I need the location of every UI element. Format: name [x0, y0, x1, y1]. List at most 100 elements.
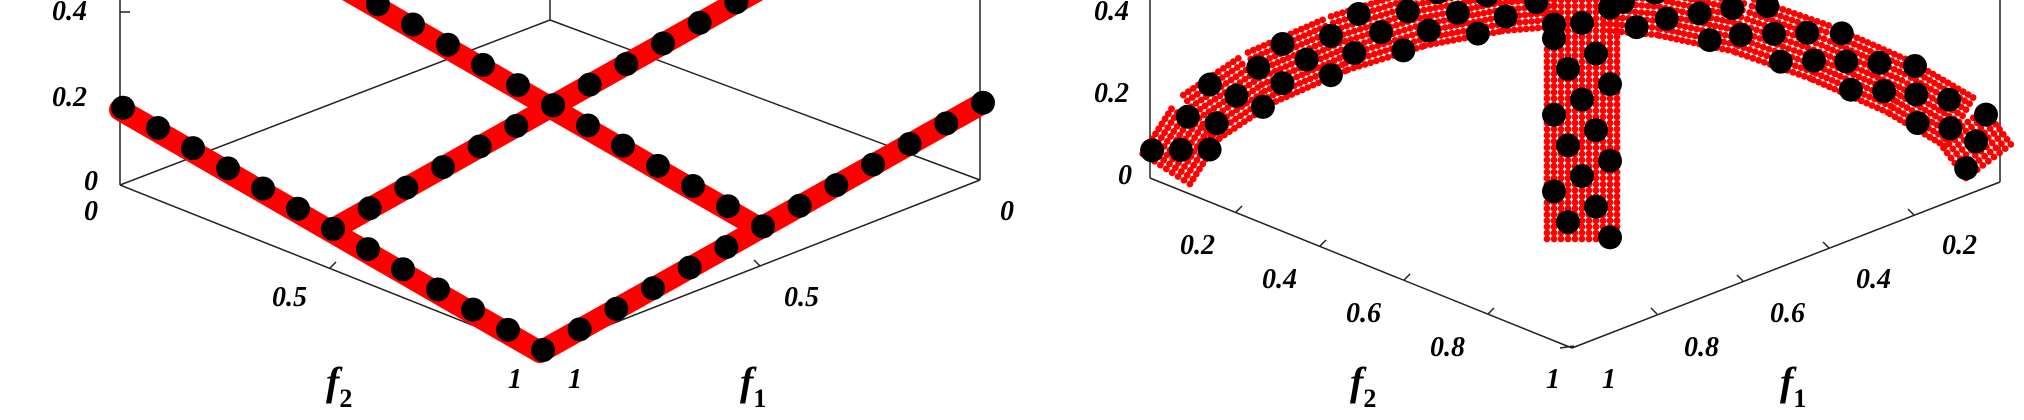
right-front-point [1215, 101, 1223, 109]
right-y-tick-0.2: 0.2 [1180, 230, 1215, 261]
right-front-point [1585, 113, 1593, 121]
left-solution-point [321, 216, 345, 241]
right-front-point [1720, 38, 1728, 46]
right-front-point [1164, 124, 1172, 132]
right-front-point [1613, 211, 1621, 219]
right-front-point [1863, 99, 1871, 107]
right-front-point [1521, 11, 1529, 19]
right-front-point [1925, 100, 1933, 108]
right-front-point [1571, 45, 1579, 53]
right-solution-point [1598, 0, 1622, 20]
right-front-point [1585, 150, 1593, 158]
right-front-point [1850, 71, 1858, 78]
right-front-point [1986, 125, 1994, 132]
right-solution-points [1140, 0, 1998, 250]
left-solution-point [531, 338, 555, 362]
right-front-point [1606, 107, 1614, 115]
right-solution-point [1428, 0, 1447, 5]
right-front-point [1385, 0, 1392, 2]
right-front-point [1543, 76, 1551, 84]
right-front-point [1564, 101, 1572, 109]
right-front-point [1860, 75, 1868, 83]
right-front-point [1606, 27, 1614, 35]
right-front-point [1193, 156, 1201, 164]
right-front-point [1592, 150, 1600, 158]
right-front-point [1161, 115, 1169, 123]
right-front-point [1557, 2, 1565, 10]
right-front-point [1550, 229, 1558, 237]
right-front-point [1760, 58, 1768, 66]
right-front-point [1383, 10, 1391, 18]
right-front-point [1157, 161, 1164, 169]
right-front-point [1585, 156, 1593, 164]
right-front-point [1682, 0, 1689, 2]
right-front-point [1543, 217, 1551, 225]
right-solution-point [1556, 210, 1580, 235]
right-front-point [1384, 53, 1392, 61]
right-front-point [1896, 68, 1903, 76]
right-front-point [1968, 123, 1975, 131]
right-front-point [1986, 148, 1994, 156]
right-front-point [1447, 23, 1455, 30]
left-solution-point [357, 196, 382, 221]
right-solution-point [1140, 138, 1165, 163]
right-front-point [1713, 0, 1718, 1]
right-front-point [1592, 2, 1600, 10]
right-front-point [1382, 47, 1390, 55]
right-front-point [1190, 161, 1198, 169]
right-front-point [1238, 60, 1246, 68]
right-front-point [1498, 27, 1506, 35]
right-front-point [1306, 75, 1314, 83]
right-front-point [1486, 8, 1493, 16]
right-front-point [1277, 95, 1285, 103]
right-front-point [1753, 26, 1760, 34]
right-front-point [1550, 82, 1558, 90]
right-front-point [1249, 87, 1257, 95]
right-front-point [1930, 127, 1937, 135]
right-front-point [1788, 16, 1796, 24]
right-front-point [1315, 79, 1322, 87]
right-front-point [1180, 176, 1188, 184]
right-front-point [1879, 106, 1887, 114]
right-front-point [1836, 72, 1844, 80]
right-front-point [1789, 31, 1797, 39]
right-front-point [1279, 56, 1287, 64]
right-front-point [1249, 46, 1257, 54]
right-front-point [1502, 0, 1510, 6]
right-front-point [1949, 82, 1957, 90]
right-front-point [1460, 27, 1467, 35]
right-front-point [1606, 95, 1614, 102]
right-front-point [1585, 76, 1593, 84]
right-front-point [1785, 8, 1792, 15]
right-front-point [1322, 53, 1330, 60]
right-front-point [1681, 23, 1689, 31]
right-front-point [1578, 58, 1586, 65]
left-solution-point [366, 0, 390, 17]
right-front-point [1508, 0, 1516, 6]
right-front-point [1550, 223, 1558, 231]
right-front-point [1162, 165, 1170, 173]
right-front-point [1687, 0, 1695, 3]
right-front-point [1227, 119, 1234, 126]
right-front-point [1887, 102, 1895, 110]
right-front-point [1606, 211, 1614, 219]
right-front-point [1571, 193, 1579, 200]
right-solution-point [1556, 56, 1580, 81]
right-front-point [1241, 75, 1249, 83]
right-solution-point [1542, 102, 1566, 127]
right-front-point [1606, 199, 1614, 206]
right-solution-point [1720, 0, 1745, 21]
right-front-point [1578, 45, 1586, 53]
right-solution-point [1204, 111, 1229, 136]
right-front-point [1606, 205, 1614, 212]
right-front-point [1564, 113, 1572, 121]
right-front-point [1437, 3, 1445, 11]
right-solution-point [1524, 0, 1549, 14]
right-front-point [1237, 112, 1244, 120]
right-front-point [1309, 81, 1317, 89]
right-solution-point [1584, 118, 1608, 143]
right-front-point [1277, 65, 1284, 73]
right-front-point [1686, 31, 1693, 39]
right-y-axis-label: f2 [1350, 359, 1376, 413]
right-front-point [1496, 0, 1504, 7]
